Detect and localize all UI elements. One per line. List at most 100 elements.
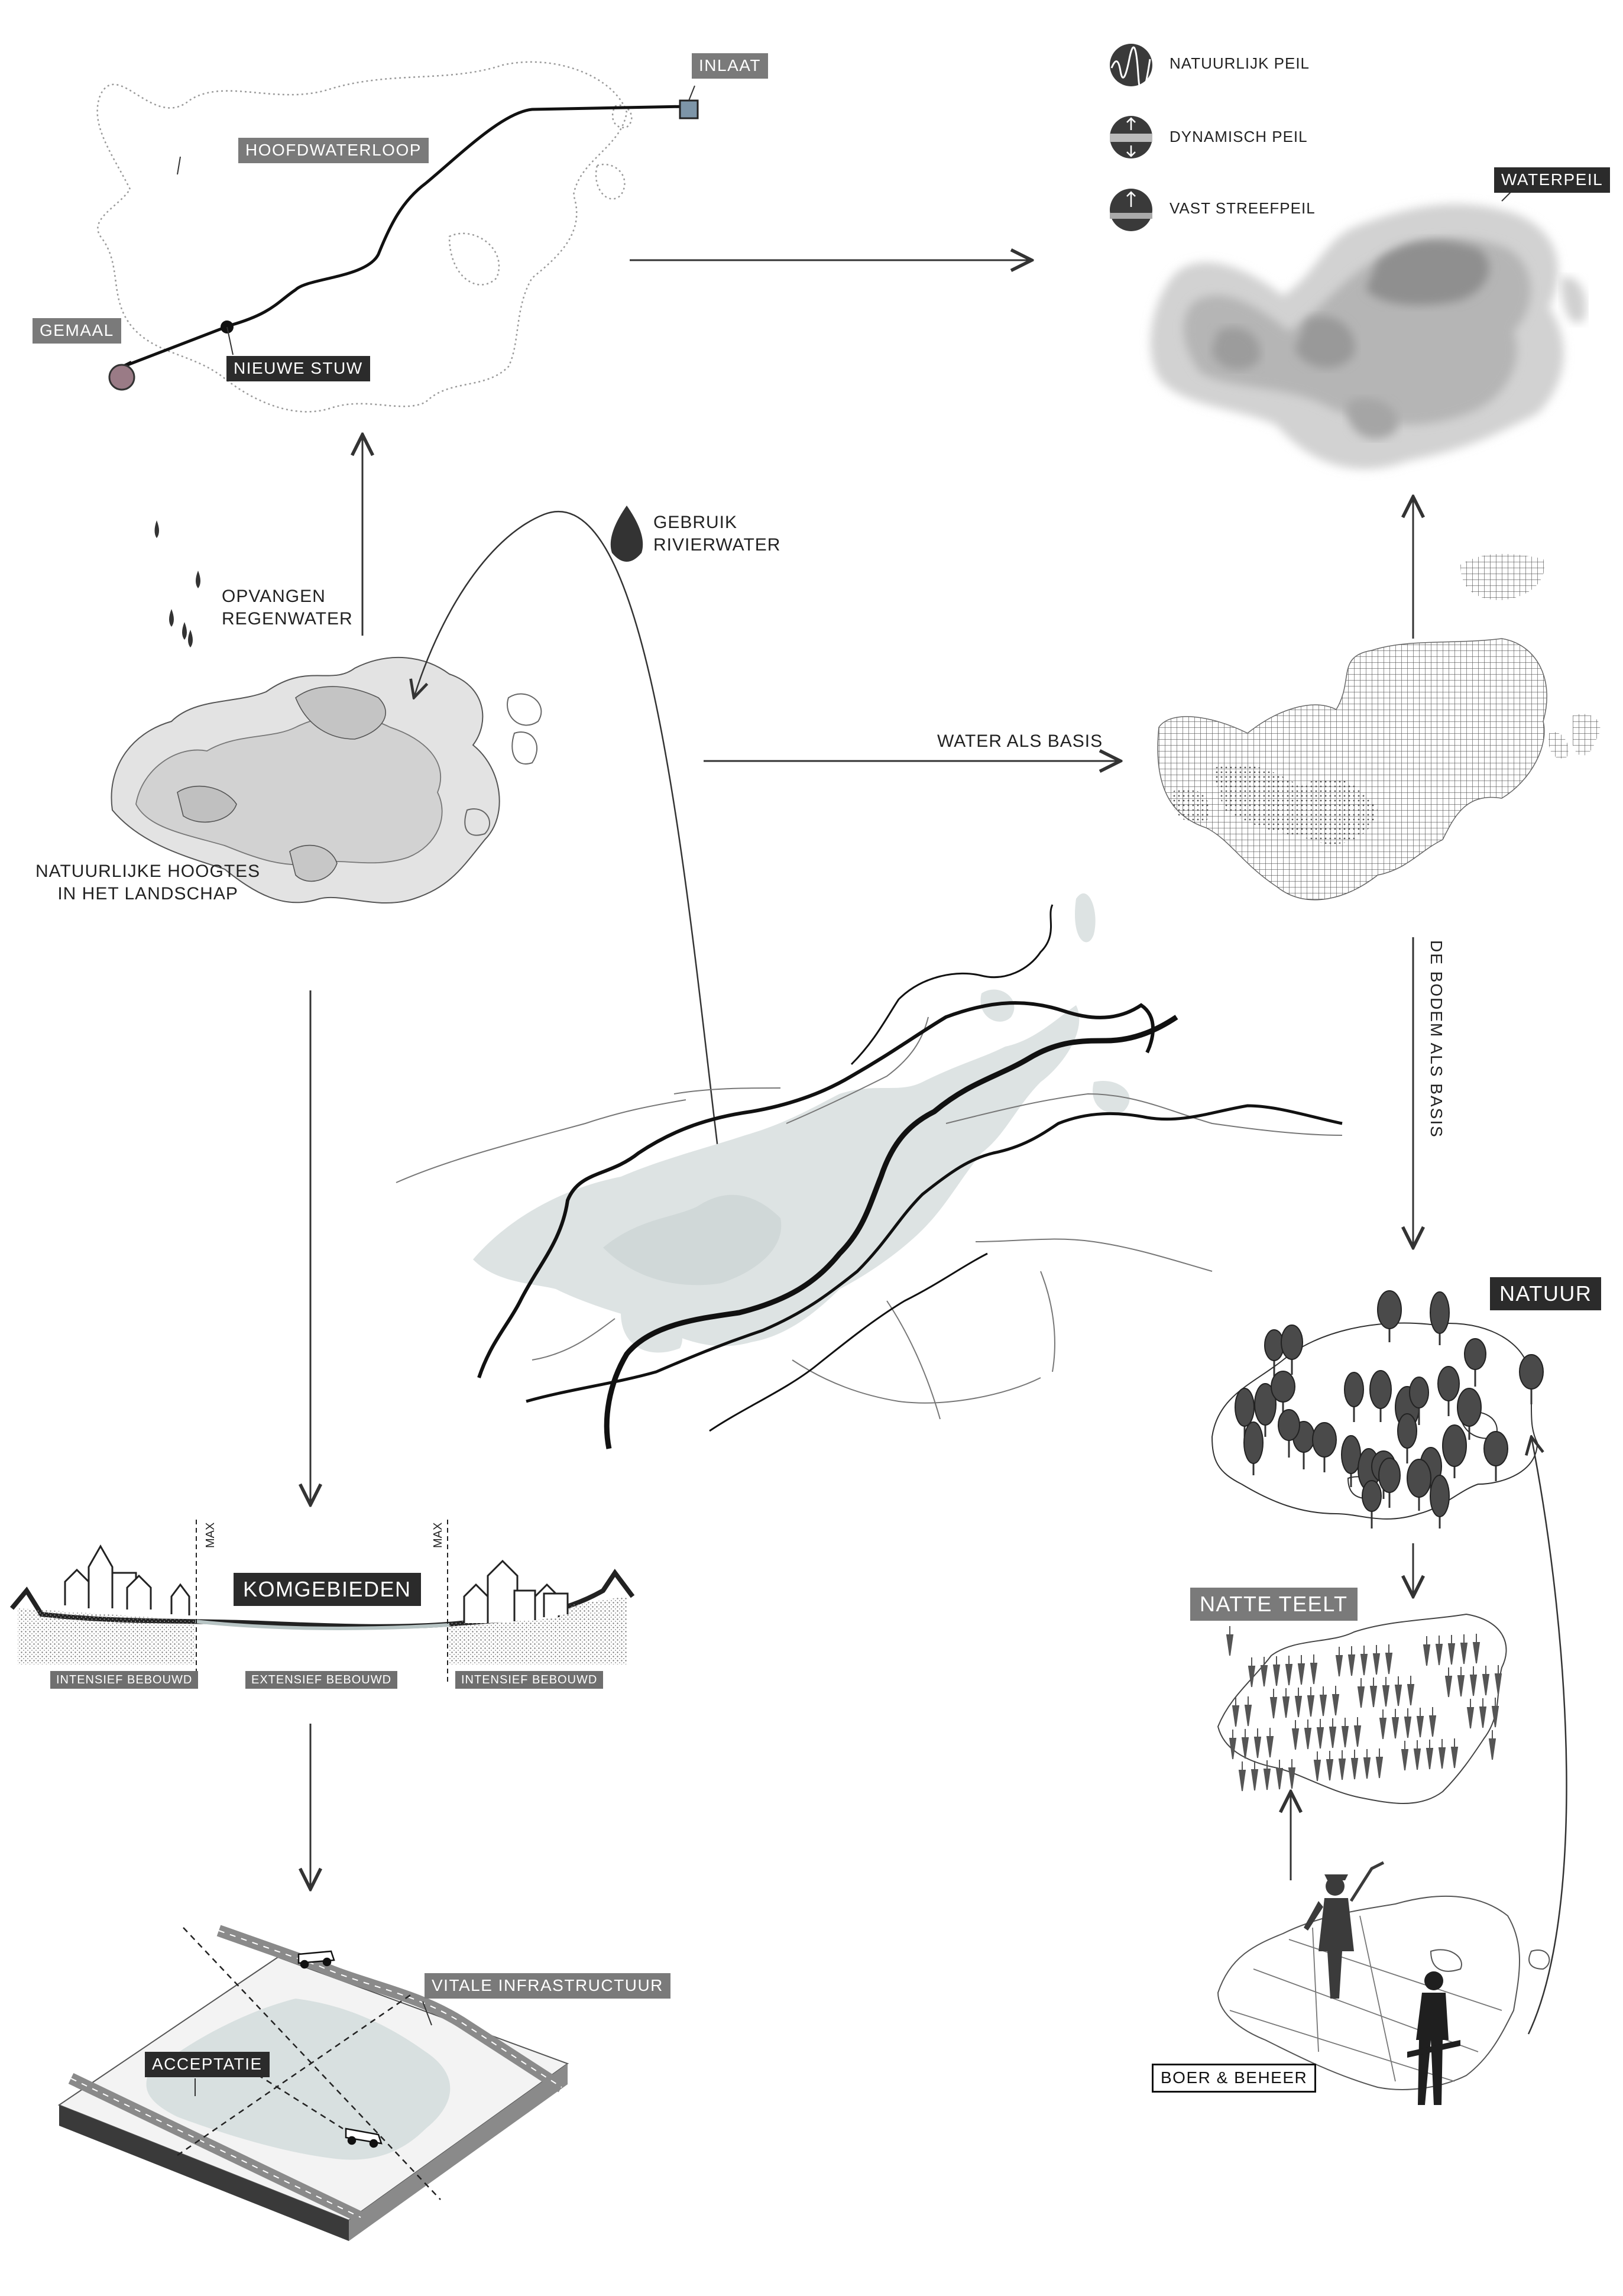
reed-icon <box>1394 1676 1402 1706</box>
natte-teelt-map <box>1217 1613 1507 1804</box>
waterloop-map <box>96 61 699 413</box>
inlaat-icon <box>679 99 699 119</box>
tree-icon <box>1483 1431 1508 1481</box>
reed-icon <box>1347 1646 1356 1676</box>
reed-icon <box>1282 1688 1290 1718</box>
tag-boer-beheer: BOER & BEHEER <box>1152 2064 1317 2093</box>
legend-label-vast: VAST STREEFPEIL <box>1170 199 1316 217</box>
reed-icon <box>1304 1719 1312 1750</box>
car-icon <box>297 1950 335 1969</box>
reed-icon <box>1332 1686 1340 1716</box>
reed-icon <box>1479 1698 1487 1728</box>
reed-icon <box>1350 1750 1359 1780</box>
gemaal-icon <box>108 364 135 391</box>
river-label: GEBRUIK RIVIERWATER <box>653 511 780 556</box>
reed-icon <box>1435 1636 1443 1666</box>
reed-icon <box>1288 1759 1296 1789</box>
tree-icon <box>1457 1388 1482 1440</box>
river-label-line-1: GEBRUIK <box>653 513 738 532</box>
reed-icon <box>1416 1708 1424 1738</box>
tree-icon <box>1430 1291 1450 1345</box>
legend-label-dynamisch: DYNAMISCH PEIL <box>1170 128 1308 145</box>
reed-icon <box>1316 1719 1324 1749</box>
tag-waterpeil: WATERPEIL <box>1494 167 1611 193</box>
reed-icon <box>1360 1646 1368 1676</box>
reed-icon <box>1241 1729 1249 1759</box>
tag-hoofdwaterloop: HOOFDWATERLOOP <box>238 138 429 163</box>
reed-icon <box>1260 1657 1268 1687</box>
tree-icon <box>1278 1409 1300 1458</box>
label-bodem-als-basis: DE BODEM ALS BASIS <box>1427 940 1446 1138</box>
tree-icon <box>1437 1366 1460 1416</box>
boer-scene <box>1217 1861 1550 2105</box>
tag-gemaal: GEMAAL <box>33 318 121 344</box>
reed-icon <box>1326 1751 1334 1781</box>
reed-icon <box>1272 1656 1281 1686</box>
max-label-left: MAX <box>204 1522 217 1548</box>
tree-icon <box>1362 1480 1382 1528</box>
tree-icon <box>1369 1370 1392 1422</box>
reed-icon <box>1466 1699 1475 1729</box>
komgebieden-section <box>9 1520 635 1685</box>
reed-icon <box>1494 1665 1502 1695</box>
tree-icon <box>1442 1424 1467 1478</box>
reed-icon <box>1307 1687 1315 1717</box>
farmer-icon <box>1304 1861 1385 1999</box>
reed-icon <box>1428 1707 1437 1737</box>
reed-icon <box>1263 1760 1271 1790</box>
river-label-line-2: RIVIERWATER <box>653 535 781 555</box>
car-icon <box>345 2127 383 2148</box>
soil-map <box>1157 553 1601 901</box>
reed-icon <box>1438 1739 1446 1769</box>
reed-icon <box>1226 1626 1234 1656</box>
reed-icon <box>1382 1677 1390 1707</box>
zone-label-right: INTENSIEF BEBOUWD <box>455 1671 604 1689</box>
arrow-boer-to-natuur <box>1528 1437 1567 2035</box>
reed-icon <box>1391 1709 1400 1739</box>
reed-icon <box>1369 1678 1378 1708</box>
reed-icon <box>1491 1698 1499 1728</box>
reed-icon <box>1232 1697 1240 1727</box>
reed-icon <box>1291 1720 1300 1750</box>
tree-icon <box>1254 1383 1277 1437</box>
reed-icon <box>1297 1655 1305 1685</box>
reed-icon <box>1450 1738 1459 1769</box>
reed-icon <box>1338 1750 1346 1780</box>
tree-icon <box>1430 1475 1450 1528</box>
reed-icon <box>1238 1761 1246 1792</box>
tree-icon <box>1519 1354 1544 1404</box>
reed-icon <box>1372 1645 1381 1675</box>
reed-icon <box>1457 1667 1465 1697</box>
max-label-right: MAX <box>432 1522 445 1548</box>
heights-label-line-2: IN HET LANDSCHAP <box>57 883 238 903</box>
reed-icon <box>1488 1730 1496 1760</box>
reed-icon <box>1266 1728 1274 1758</box>
heights-label: NATUURLIJKE HOOGTES IN HET LANDSCHAP <box>35 860 260 905</box>
reed-icon <box>1313 1751 1321 1782</box>
reed-icon <box>1447 1635 1456 1665</box>
reed-icon <box>1482 1666 1490 1696</box>
reed-icon <box>1229 1730 1237 1760</box>
infrastructure-block <box>57 1925 569 2241</box>
reed-icon <box>1469 1666 1478 1696</box>
reed-icon <box>1253 1728 1262 1759</box>
rain-label-line-2: REGENWATER <box>222 608 353 629</box>
tree-icon <box>1341 1435 1361 1487</box>
reed-icon <box>1251 1761 1259 1791</box>
rain-label: OPVANGEN REGENWATER <box>222 585 353 630</box>
reed-icon <box>1401 1741 1409 1771</box>
tag-komgebieden: KOMGEBIEDEN <box>234 1573 421 1606</box>
tree-icon <box>1378 1458 1401 1508</box>
zone-label-middle: EXTENSIEF BEBOUWD <box>245 1671 398 1689</box>
reed-icon <box>1413 1740 1421 1770</box>
reed-icon <box>1357 1678 1365 1708</box>
tree-icon <box>1281 1325 1303 1375</box>
tree-icon <box>1407 1459 1431 1511</box>
arrow-river-to-heights <box>414 510 720 1154</box>
tree-icon <box>1397 1413 1417 1463</box>
reed-icon <box>1404 1708 1412 1738</box>
river-map <box>396 893 1343 1449</box>
river-drop-icon <box>610 506 643 562</box>
rain-drops <box>154 520 200 647</box>
